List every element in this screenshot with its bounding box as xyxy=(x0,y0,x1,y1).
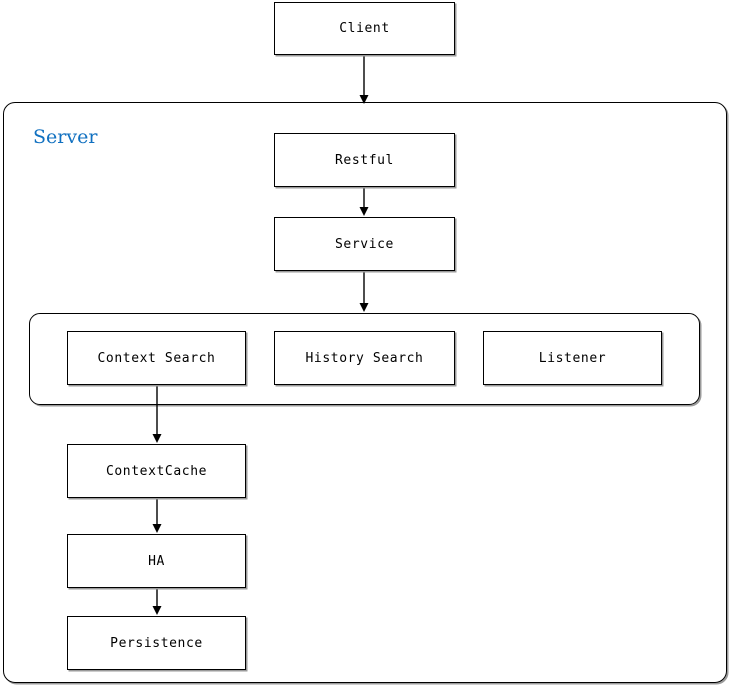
node-listener[interactable]: Listener xyxy=(483,331,662,385)
node-service-label: Service xyxy=(335,236,394,252)
node-history-search-label: History Search xyxy=(305,350,424,366)
server-container-label: Server xyxy=(33,126,98,148)
node-persistence[interactable]: Persistence xyxy=(67,616,246,670)
node-context-cache[interactable]: ContextCache xyxy=(67,444,246,498)
node-service[interactable]: Service xyxy=(274,217,455,271)
search-group-container xyxy=(29,313,700,405)
node-context-search[interactable]: Context Search xyxy=(67,331,246,385)
node-client-label: Client xyxy=(339,21,390,36)
node-restful-label: Restful xyxy=(335,152,394,168)
node-ha[interactable]: HA xyxy=(67,534,246,588)
node-ha-label: HA xyxy=(148,553,165,569)
node-context-cache-label: ContextCache xyxy=(105,463,208,479)
node-history-search[interactable]: History Search xyxy=(274,331,455,385)
node-context-search-label: Context Search xyxy=(97,350,216,366)
node-restful[interactable]: Restful xyxy=(274,133,455,187)
node-listener-label: Listener xyxy=(538,350,607,366)
node-client[interactable]: Client xyxy=(274,2,455,55)
node-persistence-label: Persistence xyxy=(110,635,203,651)
edge-client-to-server xyxy=(356,55,372,104)
